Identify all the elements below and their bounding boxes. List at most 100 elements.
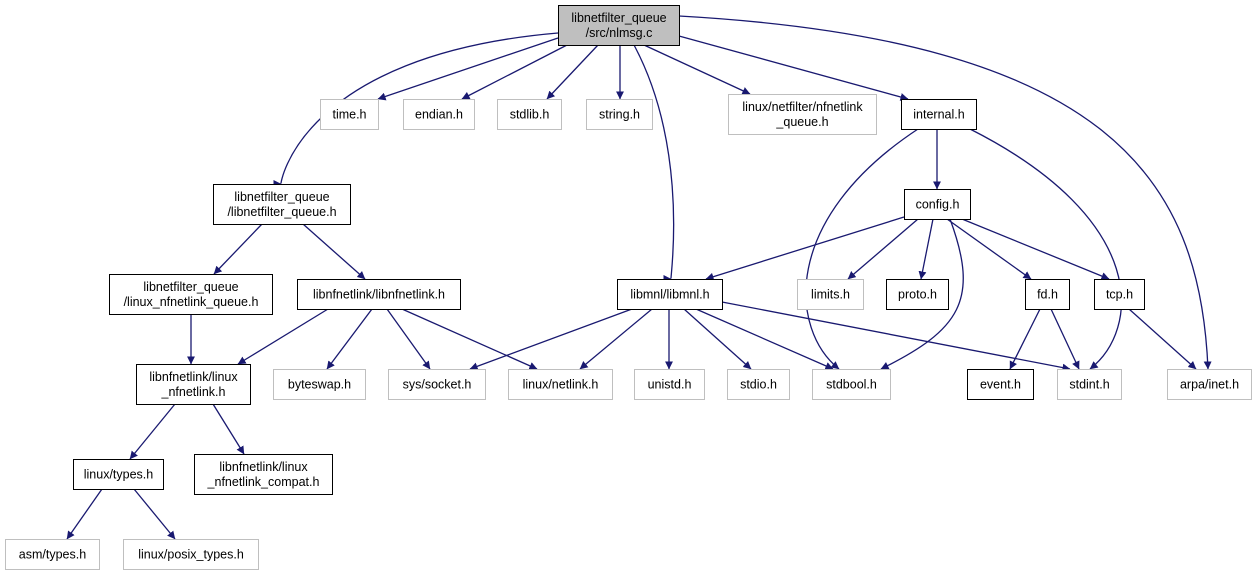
node-box [634,369,705,400]
node-root[interactable]: libnetfilter_queue/src/nlmsg.c [558,5,680,46]
node-unistd-h: unistd.h [634,369,705,400]
node-label: libnfnetlink/libnfnetlink.h [313,288,445,302]
node-label: libmnl/libmnl.h [630,288,709,302]
node-box [797,279,864,310]
node-label: internal.h [913,108,964,122]
node-sys-socket-h: sys/socket.h [388,369,486,400]
node-box [1167,369,1252,400]
node-tcp-h[interactable]: tcp.h [1094,279,1145,310]
edge-root-to-libmnl-h [633,44,675,282]
node-asm-types-h: asm/types.h [5,539,100,570]
node-string-h: string.h [586,99,653,130]
node-label: _nfnetlink.h [161,385,226,399]
node-label: _nfnetlink_compat.h [207,475,320,489]
edge-config-h-to-tcp-h [961,218,1110,280]
edge-internal-h-to-stdint-h [969,128,1123,370]
node-label: limits.h [811,288,850,302]
node-proto-h[interactable]: proto.h [886,279,949,310]
node-label: libnetfilter_queue [143,280,238,294]
node-label: unistd.h [648,378,692,392]
edge-config-h-to-proto-h [918,218,934,280]
node-stdint-h: stdint.h [1057,369,1122,400]
node-box [5,539,100,570]
node-posix-types-h: linux/posix_types.h [123,539,259,570]
node-label: /libnetfilter_queue.h [227,205,336,219]
node-libnetfilter-queue-h[interactable]: libnetfilter_queue/libnetfilter_queue.h [213,184,351,225]
node-box [403,99,475,130]
node-nfnetlink-queue-h: linux/netfilter/nfnetlink_queue.h [728,94,877,135]
node-label: stdbool.h [826,378,877,392]
edge-libnfnetlink-h-to-byteswap-h [326,308,373,370]
node-fd-h[interactable]: fd.h [1025,279,1070,310]
edge-libnetfilter-queue-h-to-libnfnetlink-h [302,223,366,280]
node-box [497,99,562,130]
node-label: tcp.h [1106,288,1133,302]
edge-config-h-to-libmnl-h [705,216,905,281]
edge-libnfnetlink-h-to-sys-socket-h [386,308,431,370]
edge-libmnl-h-to-stdbool-h [695,308,834,370]
node-label: time.h [332,108,366,122]
node-linux-netlink-h: linux/netlink.h [508,369,613,400]
node-label: libnetfilter_queue [571,11,666,25]
edge-internal-h-to-stdbool-h [805,128,919,370]
node-config-h[interactable]: config.h [904,189,971,220]
node-box [886,279,949,310]
node-box [967,369,1034,400]
node-box [728,94,877,135]
node-box [904,189,971,220]
node-label: stdio.h [740,378,777,392]
edge-fd-h-to-stdint-h [1050,308,1080,370]
node-endian-h: endian.h [403,99,475,130]
node-stdlib-h: stdlib.h [497,99,562,130]
node-label: stdint.h [1069,378,1109,392]
edge-root-to-endian-h [461,44,568,100]
node-label: stdlib.h [510,108,550,122]
node-label: proto.h [898,288,937,302]
node-label: linux/types.h [84,468,154,482]
edge-libmnl-h-to-linux-netlink-h [579,308,653,370]
node-box [901,99,977,130]
edge-root-to-nfnetlink-queue-h [643,44,751,95]
node-box [1025,279,1070,310]
node-limits-h: limits.h [797,279,864,310]
node-libnfnetlink-h[interactable]: libnfnetlink/libnfnetlink.h [297,279,461,310]
node-label: /src/nlmsg.c [586,26,653,40]
node-label: linux/netlink.h [523,378,599,392]
node-label: arpa/inet.h [1180,378,1239,392]
edge-libmnl-h-to-stdint-h [721,301,1071,372]
edge-linux-nfnetlink-h-to-linux-types-h [129,403,176,460]
node-box [213,184,351,225]
edges [66,15,1212,540]
node-arpa-inet-h: arpa/inet.h [1167,369,1252,400]
node-box [320,99,379,130]
node-linux-types-h[interactable]: linux/types.h [73,459,164,490]
node-linux-nfnetlink-queue-h[interactable]: libnetfilter_queue/linux_nfnetlink_queue… [109,274,273,315]
node-box [123,539,259,570]
edge-root-to-stdlib-h [546,44,599,100]
node-label: endian.h [415,108,463,122]
node-label: string.h [599,108,640,122]
edge-libnfnetlink-h-to-linux-nfnetlink-h [237,308,329,365]
edge-fd-h-to-event-h [1009,308,1041,370]
edge-root-to-time-h [377,37,559,101]
node-nfnetlink-compat-h[interactable]: libnfnetlink/linux_nfnetlink_compat.h [194,454,333,495]
node-event-h[interactable]: event.h [967,369,1034,400]
node-box [1094,279,1145,310]
node-label: event.h [980,378,1021,392]
node-box [586,99,653,130]
node-label: config.h [916,198,960,212]
node-box [73,459,164,490]
node-label: byteswap.h [288,378,351,392]
edge-config-h-to-stdbool-h [880,218,964,370]
node-libmnl-h[interactable]: libmnl/libmnl.h [617,279,723,310]
node-linux-nfnetlink-h[interactable]: libnfnetlink/linux_nfnetlink.h [136,364,251,405]
node-label: linux/netfilter/nfnetlink [742,100,863,114]
edge-libnetfilter-queue-h-to-linux-nfnetlink-queue-h [213,223,263,275]
edge-tcp-h-to-arpa-inet-h [1128,308,1197,370]
edge-root-to-arpa-inet-h [678,15,1212,370]
node-internal-h[interactable]: internal.h [901,99,977,130]
edge-root-to-internal-h [678,35,909,101]
edge-config-h-to-limits-h [847,218,919,280]
node-label: asm/types.h [19,548,86,562]
